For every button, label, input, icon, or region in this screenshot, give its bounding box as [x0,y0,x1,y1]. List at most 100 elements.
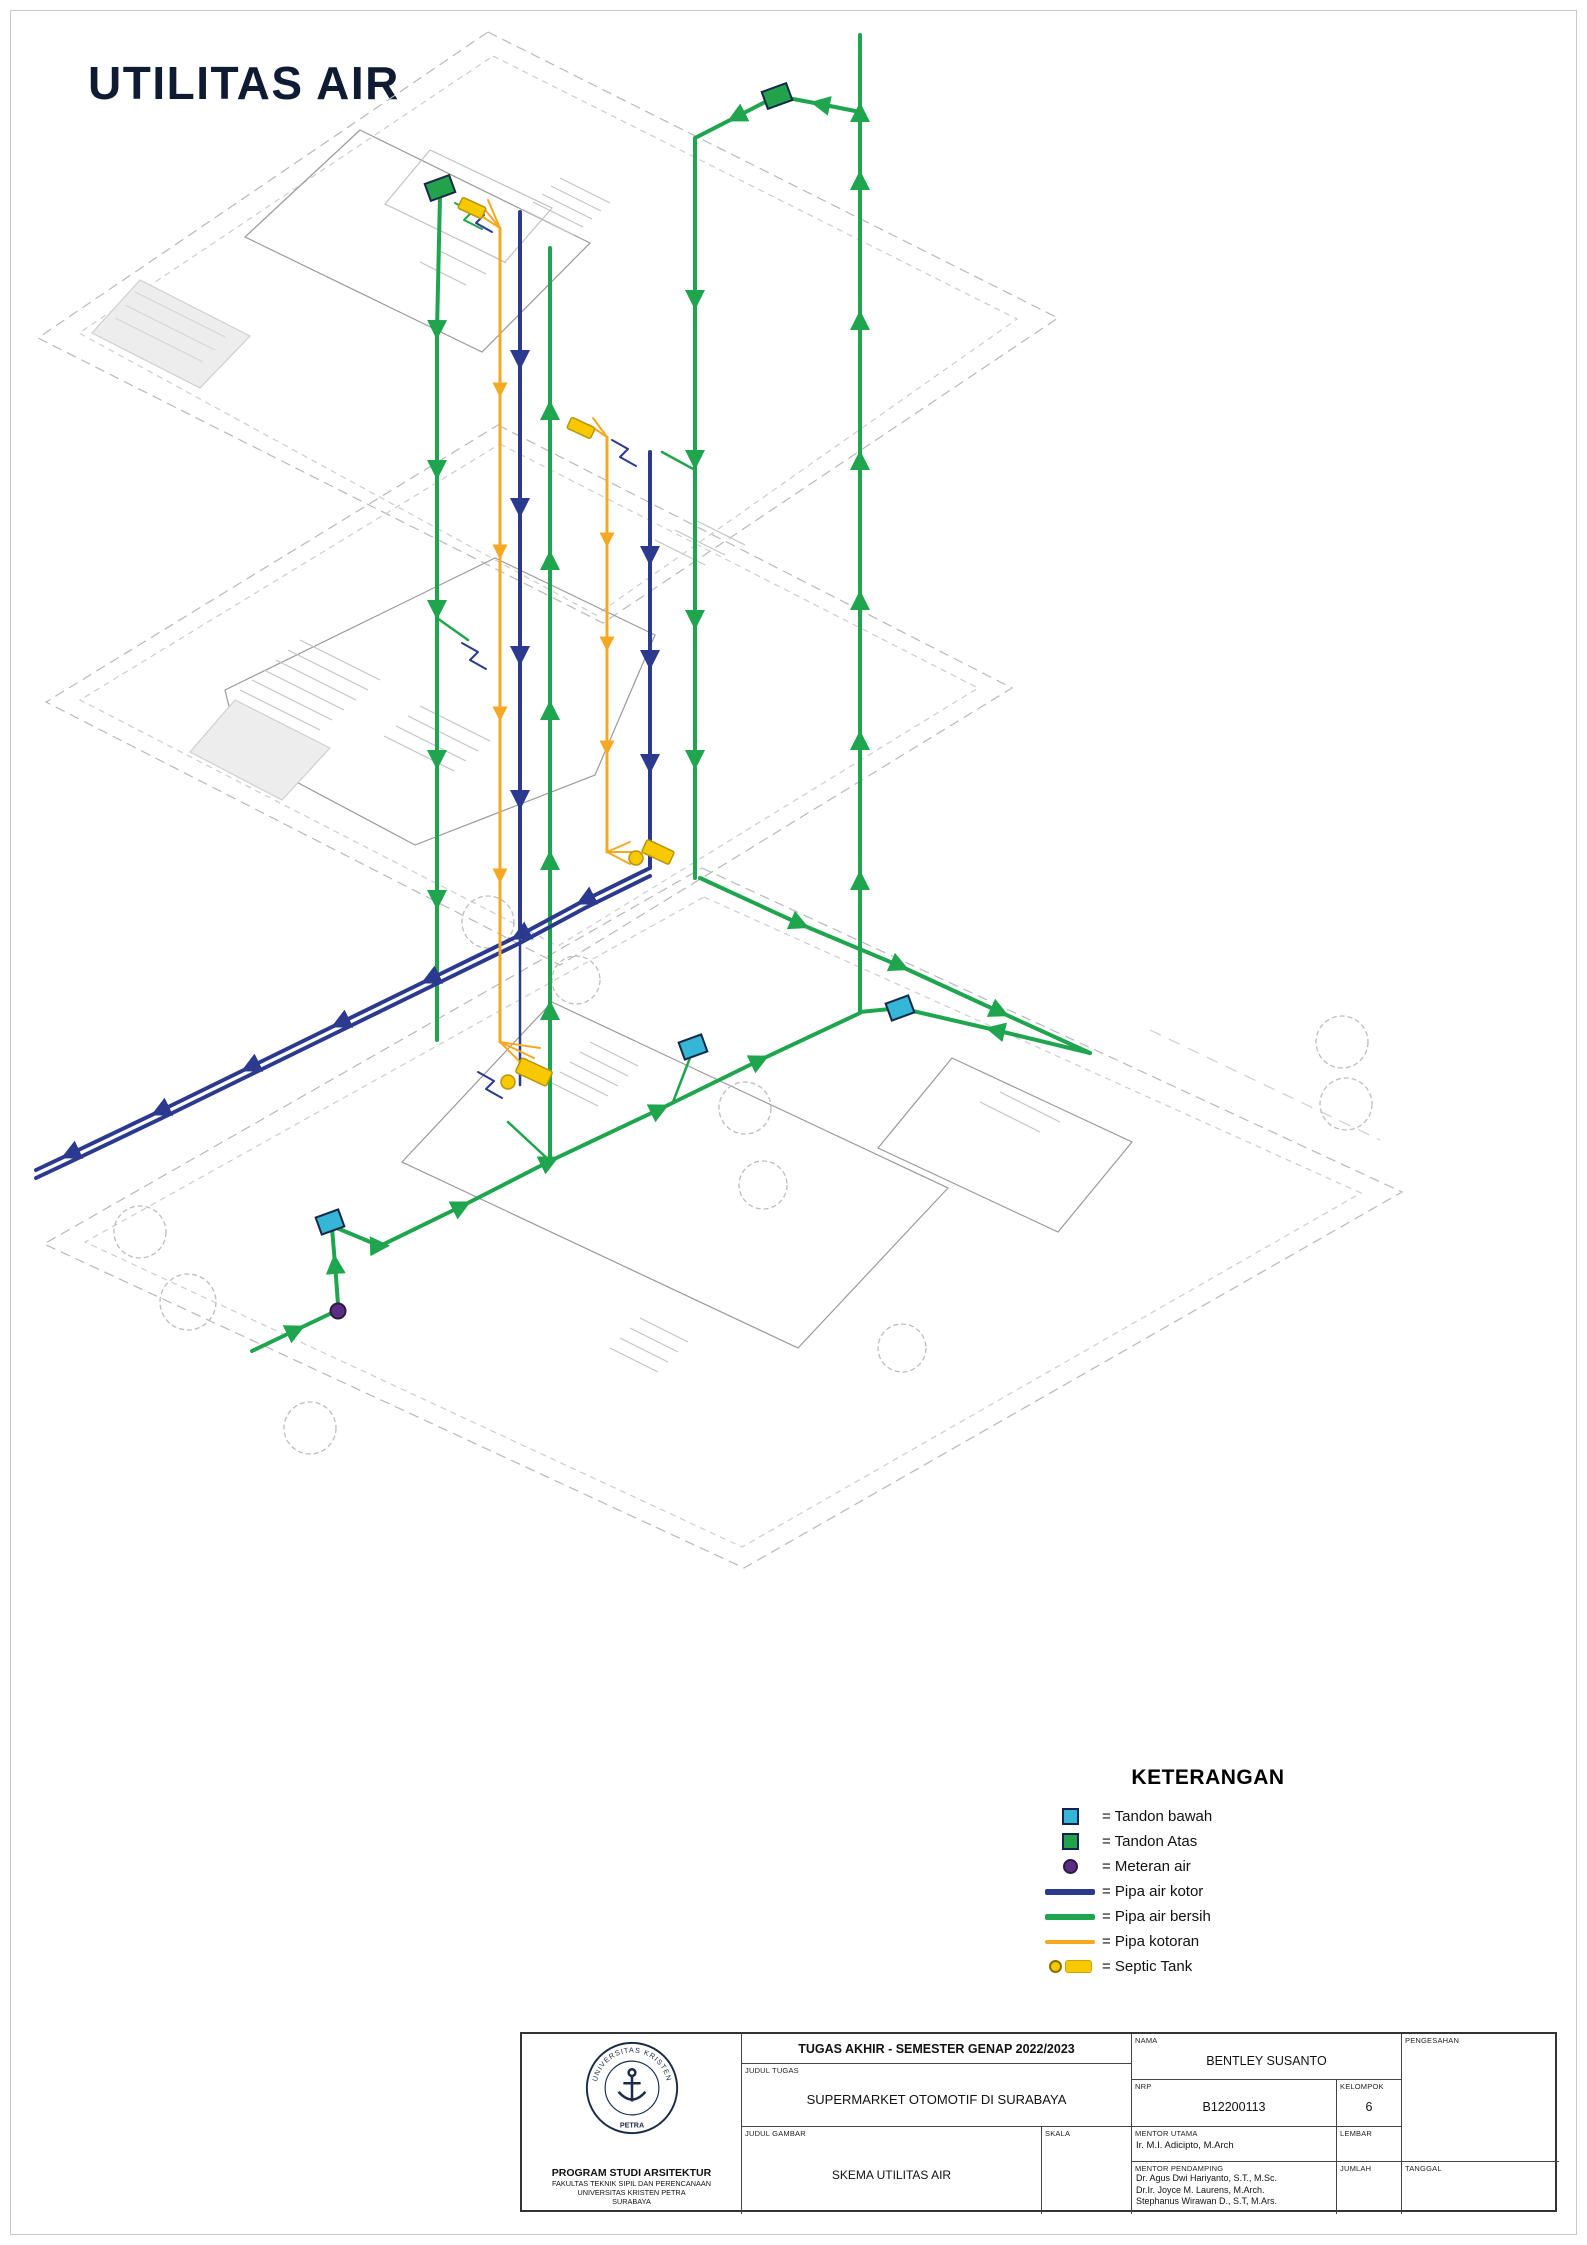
jumlah-cell: JUMLAH [1337,2162,1402,2214]
tandon-bawah-markers [314,994,916,1236]
legend-item: = Septic Tank [1038,1954,1378,1979]
waste-fixture-zigzag-ground [477,1071,503,1099]
legend-item-label: = Pipa air bersih [1102,1908,1211,1925]
clean-water-link-to-tandon [898,1006,1092,1055]
institution-university: UNIVERSITAS KRISTEN PETRA [577,2187,686,2197]
pengesahan-label: PENGESAHAN [1405,2036,1460,2045]
sewage-fan-mid [606,841,635,865]
page-title: UTILITAS AIR [88,57,400,109]
tandon-bawah-marker [314,1208,346,1236]
tandon-bawah-marker [677,1033,709,1061]
institution-cell: UNIVERSITAS KRISTEN PETRA PROGRAM STUDI … [522,2034,742,2214]
sewage-pipes [477,199,635,1067]
tandon-atas-marker [760,81,794,111]
legend-item: = Pipa air bersih [1038,1904,1378,1929]
tandon-bawah-marker [884,994,916,1022]
petra-logo: UNIVERSITAS KRISTEN PETRA [585,2041,678,2135]
waste-fixture-zigzag-mid-2 [461,642,487,670]
septic-tank-marker [628,850,644,866]
legend: KETERANGAN = Tandon bawah = Tandon Atas … [1038,1766,1378,1979]
clean-water-top-link-2 [693,94,779,140]
tandon-atas-marker [423,173,457,203]
septic-tanks [457,196,675,1090]
legend-item: = Tandon bawah [1038,1804,1378,1829]
legend-item: = Tandon Atas [1038,1829,1378,1854]
legend-item-label: = Pipa kotoran [1102,1933,1200,1950]
septic-tank-symbol [1048,1960,1092,1973]
clean-water-stub-4 [435,616,470,642]
meteran-air-symbol [1062,1859,1078,1874]
clean-water-stub-2 [506,1120,552,1163]
mentor-pendamping-1: Dr. Agus Dwi Hariyanto, S.T., M.Sc. [1136,2173,1278,2183]
pengesahan-cell: PENGESAHAN [1402,2034,1559,2162]
judul-gambar-value: SKEMA UTILITAS AIR [831,2167,952,2182]
clean-water-city-inlet [250,1308,340,1353]
waste-collector-lower [34,874,652,1180]
legend-item: = Meteran air [1038,1854,1378,1879]
mentor-utama-label: MENTOR UTAMA [1135,2129,1198,2138]
tandon-atas-markers [423,81,794,203]
legend-item: = Pipa kotoran [1038,1929,1378,1954]
titleblock-header: TUGAS AKHIR - SEMESTER GENAP 2022/2023 [798,2041,1075,2056]
mentor-utama-cell: MENTOR UTAMA Ir. M.I. Adicipto, M.Arch [1132,2127,1337,2162]
legend-item-label: = Pipa air kotor [1102,1883,1204,1900]
judul-tugas-label: JUDUL TUGAS [745,2066,799,2075]
lembar-cell: LEMBAR [1337,2127,1402,2162]
institution-name: PROGRAM STUDI ARSITEKTUR [551,2166,712,2179]
tanggal-label: TANGGAL [1405,2164,1442,2173]
tandon-atas-symbol [1061,1833,1079,1850]
nama-cell: NAMA BENTLEY SUSANTO [1132,2034,1402,2080]
kelompok-value: 6 [1365,2100,1373,2114]
clean-water-ground-edge-run [698,876,1092,1055]
pipa-air-kotor-symbol [1045,1888,1095,1895]
skala-cell: SKALA [1042,2127,1132,2214]
tandon-bawah-symbol [1061,1808,1079,1825]
nama-label: NAMA [1135,2036,1158,2045]
jumlah-label: JUMLAH [1340,2164,1372,2173]
lembar-label: LEMBAR [1340,2129,1373,2138]
institution-city: SURABAYA [612,2196,651,2206]
waste-fixture-zigzag-mid-1 [611,439,637,467]
skala-label: SKALA [1045,2129,1071,2138]
pipa-air-bersih-symbol [1045,1913,1095,1920]
mentor-utama-value: Ir. M.I. Adicipto, M.Arch [1136,2140,1234,2151]
kelompok-label: KELOMPOK [1340,2082,1384,2091]
legend-item-label: = Tandon Atas [1102,1833,1198,1850]
mentor-pendamping-label: MENTOR PENDAMPING [1135,2164,1224,2173]
anchor-icon [617,2068,646,2102]
nrp-value: B12200113 [1202,2100,1266,2114]
mentor-pendamping-2: Dr.Ir. Joyce M. Laurens, M.Arch. [1136,2184,1265,2195]
legend-title: KETERANGAN [1131,1766,1285,1789]
title-block: UNIVERSITAS KRISTEN PETRA PROGRAM STUDI … [520,2032,1559,2214]
institution-faculty: FAKULTAS TEKNIK SIPIL DAN PERENCANAAN [551,2178,712,2188]
header-cell: TUGAS AKHIR - SEMESTER GENAP 2022/2023 [742,2034,1132,2064]
judul-gambar-label: JUDUL GAMBAR [745,2129,806,2138]
judul-tugas-value: SUPERMARKET OTOMOTIF DI SURABAYA [806,2091,1067,2107]
pipa-kotoran-symbol [1045,1939,1095,1944]
nama-value: BENTLEY SUSANTO [1206,2053,1327,2068]
legend-item-label: = Septic Tank [1102,1958,1193,1975]
mentor-pendamping-3: Stephanus Wirawan D., S.T, M.Ars. [1136,2196,1278,2207]
waste-water-pipes [34,205,660,1180]
legend-item-label: = Meteran air [1102,1858,1191,1875]
legend-item-label: = Tandon bawah [1102,1808,1213,1825]
legend-item: = Pipa air kotor [1038,1879,1378,1904]
judul-tugas-cell: JUDUL TUGAS SUPERMARKET OTOMOTIF DI SURA… [742,2064,1132,2127]
clean-water-meter-link [325,1226,346,1306]
kelompok-cell: KELOMPOK 6 [1337,2080,1402,2127]
mentor-pendamping-cell: MENTOR PENDAMPING Dr. Agus Dwi Hariyanto… [1132,2162,1337,2214]
floor-plate-middle [44,424,1014,966]
meteran-air-marker [329,1302,347,1320]
logo-text-bottom: PETRA [619,2120,643,2129]
tanggal-cell: TANGGAL [1402,2162,1559,2214]
clean-water-ground-main-run [330,1011,862,1257]
trees [113,895,1373,1455]
waste-collector-upper [34,866,652,1172]
clean-water-pipes [250,33,1092,1353]
floor-plate-ground [42,867,1404,1569]
nrp-cell: NRP B12200113 [1132,2080,1337,2127]
nrp-label: NRP [1135,2082,1152,2091]
judul-gambar-cell: JUDUL GAMBAR SKEMA UTILITAS AIR [742,2127,1042,2214]
clean-water-stub-3 [660,450,697,472]
